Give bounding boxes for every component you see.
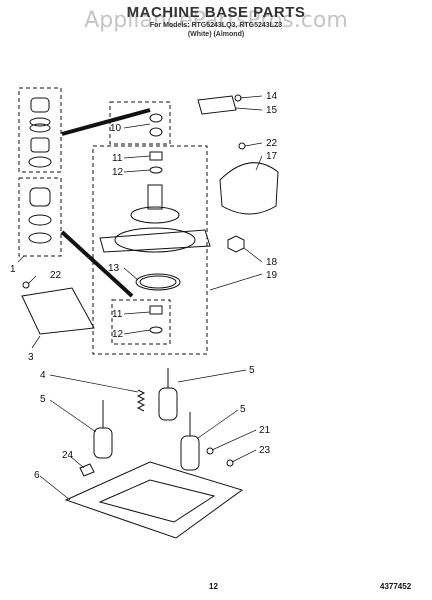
document-number: 4377452 [380, 582, 412, 591]
callout-11-upper: 11 [112, 153, 123, 164]
callout-5-left: 5 [40, 394, 46, 405]
spring-4 [136, 389, 146, 412]
callout-22-left: 22 [50, 270, 62, 281]
washer-group-10 [149, 113, 163, 137]
callout-5-middle: 5 [249, 365, 255, 376]
lower-nuts [149, 305, 163, 334]
callout-3: 3 [28, 352, 34, 363]
pointer-upper [61, 108, 151, 136]
screw-22-left [22, 281, 30, 289]
callout-23: 23 [259, 445, 271, 456]
callout-24: 24 [62, 450, 74, 461]
callout-17: 17 [266, 151, 278, 162]
callout-labels: 1 22 3 10 11 12 14 15 22 17 18 19 13 11 … [10, 91, 278, 481]
callout-18: 18 [266, 257, 278, 268]
seal-stack-lower [28, 187, 52, 244]
callout-10: 10 [110, 123, 122, 134]
callout-13: 13 [108, 263, 120, 274]
screw-21 [206, 447, 214, 455]
shock-right [180, 412, 200, 471]
page-number: 12 [209, 582, 218, 591]
seal-stack-upper [28, 97, 52, 168]
screw-22-upper [238, 142, 246, 150]
callout-11-lower: 11 [112, 309, 123, 320]
callout-5-right: 5 [240, 404, 246, 415]
callout-6: 6 [34, 470, 40, 481]
callout-22-upper: 22 [266, 138, 278, 149]
callout-4: 4 [40, 370, 46, 381]
clip-24 [79, 463, 95, 477]
screw-23 [226, 459, 234, 467]
model-line: For Models: RTG5243LQ3, RTG5243LZ3 [149, 22, 283, 29]
drive-box [92, 145, 208, 355]
bracket-15 [197, 95, 237, 115]
callout-14: 14 [266, 91, 278, 102]
base-frame-6 [64, 461, 244, 539]
callout-12-upper: 12 [112, 167, 124, 178]
color-variants: (White) (Almond) [187, 31, 245, 38]
nut-box-top [109, 101, 171, 145]
kit-box-upper [18, 87, 62, 173]
plate-3 [21, 287, 95, 335]
callout-21: 21 [259, 425, 271, 436]
pointer-lower [60, 230, 134, 298]
nut-box-bottom [111, 299, 171, 345]
nut-18 [227, 235, 245, 253]
shock-left [93, 400, 113, 459]
page-title: MACHINE BASE PARTS [126, 4, 306, 21]
watermark: AppliancePartsPros.com [84, 8, 348, 33]
callout-19: 19 [266, 270, 278, 281]
nut-group-11-12 [149, 151, 163, 174]
callout-12-lower: 12 [112, 329, 124, 340]
transmission-assembly [99, 184, 211, 291]
callout-1: 1 [10, 264, 16, 275]
cover-17 [219, 162, 279, 215]
callout-15: 15 [266, 105, 278, 116]
shock-middle [158, 368, 178, 421]
kit-box-lower [18, 177, 62, 257]
leader-lines [17, 95, 263, 501]
